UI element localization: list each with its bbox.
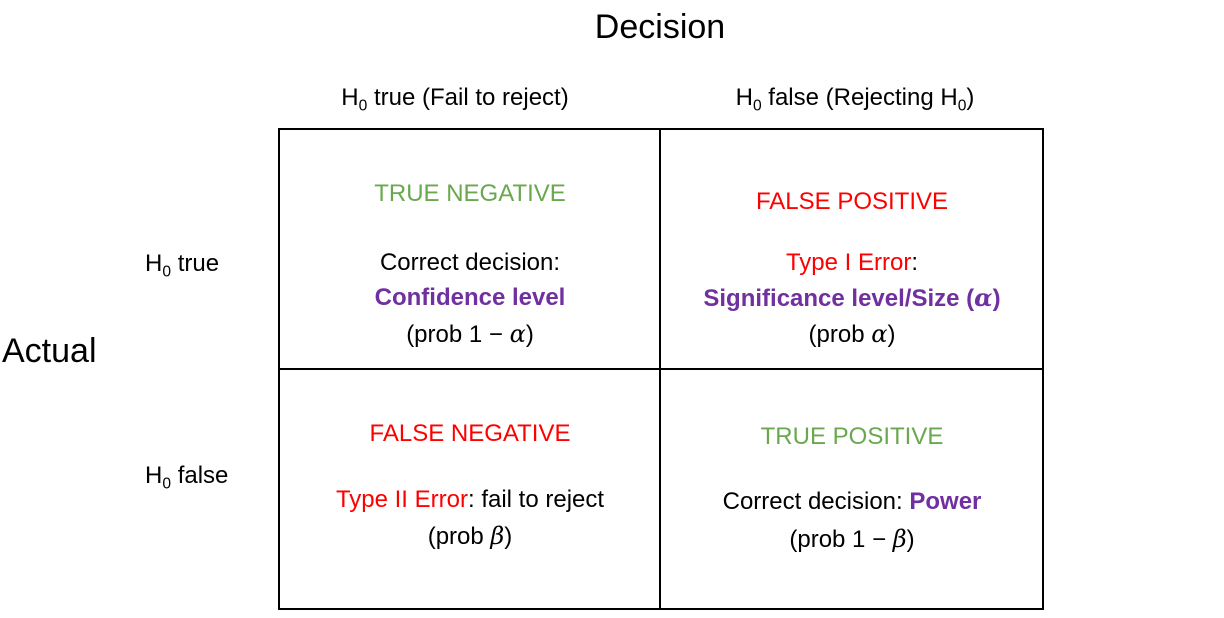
false-positive-prob: (prob α) xyxy=(661,316,1043,353)
prob-open: (prob 1 − xyxy=(789,526,893,553)
true-positive-prob: (prob 1 − β) xyxy=(661,521,1043,558)
row-header-h0-true: H0 true xyxy=(145,250,265,281)
type-one-error-line: Type I Error: xyxy=(661,245,1043,281)
row-header-prefix: H xyxy=(145,250,163,277)
power-label: Power xyxy=(909,488,982,515)
prob-close: ) xyxy=(525,321,534,348)
row-header-text: true xyxy=(171,250,220,277)
column-header-subscript: 0 xyxy=(358,97,368,115)
correct-decision-text: Correct decision: xyxy=(722,488,910,515)
column-header-subscript: 0 xyxy=(752,97,762,115)
column-header-prefix: H xyxy=(735,84,753,111)
column-header-text: false (Rejecting H xyxy=(761,84,958,111)
prob-close: ) xyxy=(504,523,513,550)
true-negative-line1: Correct decision: xyxy=(379,249,561,276)
type-two-error-line: Type II Error: fail to reject xyxy=(280,482,660,518)
matrix-horizontal-divider xyxy=(278,368,1044,370)
actual-label: Actual xyxy=(2,332,97,370)
row-header-h0-false: H0 false xyxy=(145,462,265,493)
false-positive-heading: FALSE POSITIVE xyxy=(661,184,1043,220)
column-header-text: ) xyxy=(966,84,975,111)
row-header-subscript: 0 xyxy=(162,475,172,493)
alpha-symbol: α xyxy=(509,320,526,348)
decision-title: Decision xyxy=(594,8,726,46)
type-one-error-colon: : xyxy=(911,249,919,276)
type-one-error-label: Type I Error xyxy=(785,249,912,276)
type-two-error-label: Type II Error xyxy=(335,486,468,513)
confidence-level: Confidence level xyxy=(280,280,660,316)
true-positive-label: TRUE POSITIVE xyxy=(760,423,944,450)
false-negative-heading: FALSE NEGATIVE xyxy=(280,416,660,452)
significance-level-label: Significance level/Size ( xyxy=(703,285,975,312)
significance-level: Significance level/Size (α) xyxy=(661,280,1043,317)
prob-open: (prob 1 − xyxy=(406,321,510,348)
beta-symbol: β xyxy=(490,522,505,550)
prob-open: (prob xyxy=(808,321,872,348)
row-header-text: false xyxy=(171,462,229,489)
row-header-subscript: 0 xyxy=(162,263,172,281)
column-header-text: true (Fail to reject) xyxy=(367,84,569,111)
row-header-prefix: H xyxy=(145,462,163,489)
column-header-h0-true: H0 true (Fail to reject) xyxy=(305,84,605,115)
significance-level-close: ) xyxy=(992,285,1001,312)
beta-symbol: β xyxy=(892,525,907,553)
true-negative-prob: (prob 1 − α) xyxy=(280,316,660,353)
confidence-level-label: Confidence level xyxy=(374,284,566,311)
false-positive-label: FALSE POSITIVE xyxy=(755,188,949,215)
column-header-h0-false: H0 false (Rejecting H0) xyxy=(705,84,1005,115)
true-negative-heading: TRUE NEGATIVE xyxy=(280,176,660,212)
prob-close: ) xyxy=(906,526,915,553)
prob-open: (prob xyxy=(427,523,491,550)
true-positive-heading: TRUE POSITIVE xyxy=(661,419,1043,455)
alpha-symbol: α xyxy=(871,320,888,348)
true-negative-label: TRUE NEGATIVE xyxy=(374,180,566,207)
false-negative-prob: (prob β) xyxy=(280,518,660,555)
type-two-error-text: : fail to reject xyxy=(467,486,605,513)
column-header-subscript: 0 xyxy=(957,97,967,115)
alpha-symbol: α xyxy=(974,283,993,312)
false-negative-label: FALSE NEGATIVE xyxy=(369,420,571,447)
prob-close: ) xyxy=(887,321,896,348)
column-header-prefix: H xyxy=(341,84,359,111)
true-positive-line1: Correct decision: Power xyxy=(661,484,1043,520)
